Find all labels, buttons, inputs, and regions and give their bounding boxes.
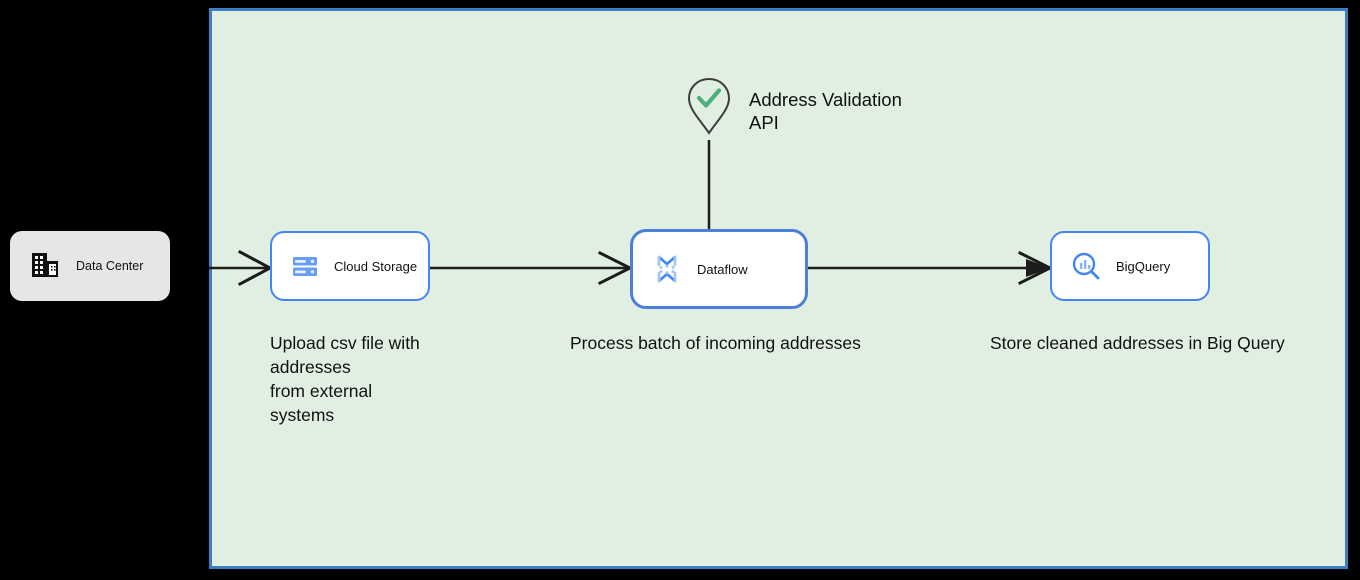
node-bigquery[interactable]: BigQuery <box>1050 231 1210 301</box>
dataflow-icon <box>651 253 683 285</box>
caption-upload: Upload csv file with addresses from exte… <box>270 333 420 425</box>
node-cloud-storage[interactable]: Cloud Storage <box>270 231 430 301</box>
node-data-center[interactable]: Data Center <box>10 231 170 301</box>
node-bigquery-label: BigQuery <box>1116 258 1171 274</box>
caption-process: Process batch of incoming addresses <box>570 333 861 353</box>
node-cloud-storage-label: Cloud Storage <box>334 258 418 274</box>
node-data-center-label: Data Center <box>76 259 144 273</box>
map-pin-check-icon[interactable] <box>685 76 733 136</box>
node-dataflow[interactable]: Dataflow <box>630 229 808 309</box>
caption-store: Store cleaned addresses in Big Query <box>990 333 1285 353</box>
cloud-storage-icon <box>290 251 320 281</box>
bigquery-icon <box>1070 250 1102 282</box>
building-icon <box>30 249 60 284</box>
api-service-label: Address Validation API <box>749 89 902 133</box>
node-dataflow-label: Dataflow <box>697 261 748 277</box>
